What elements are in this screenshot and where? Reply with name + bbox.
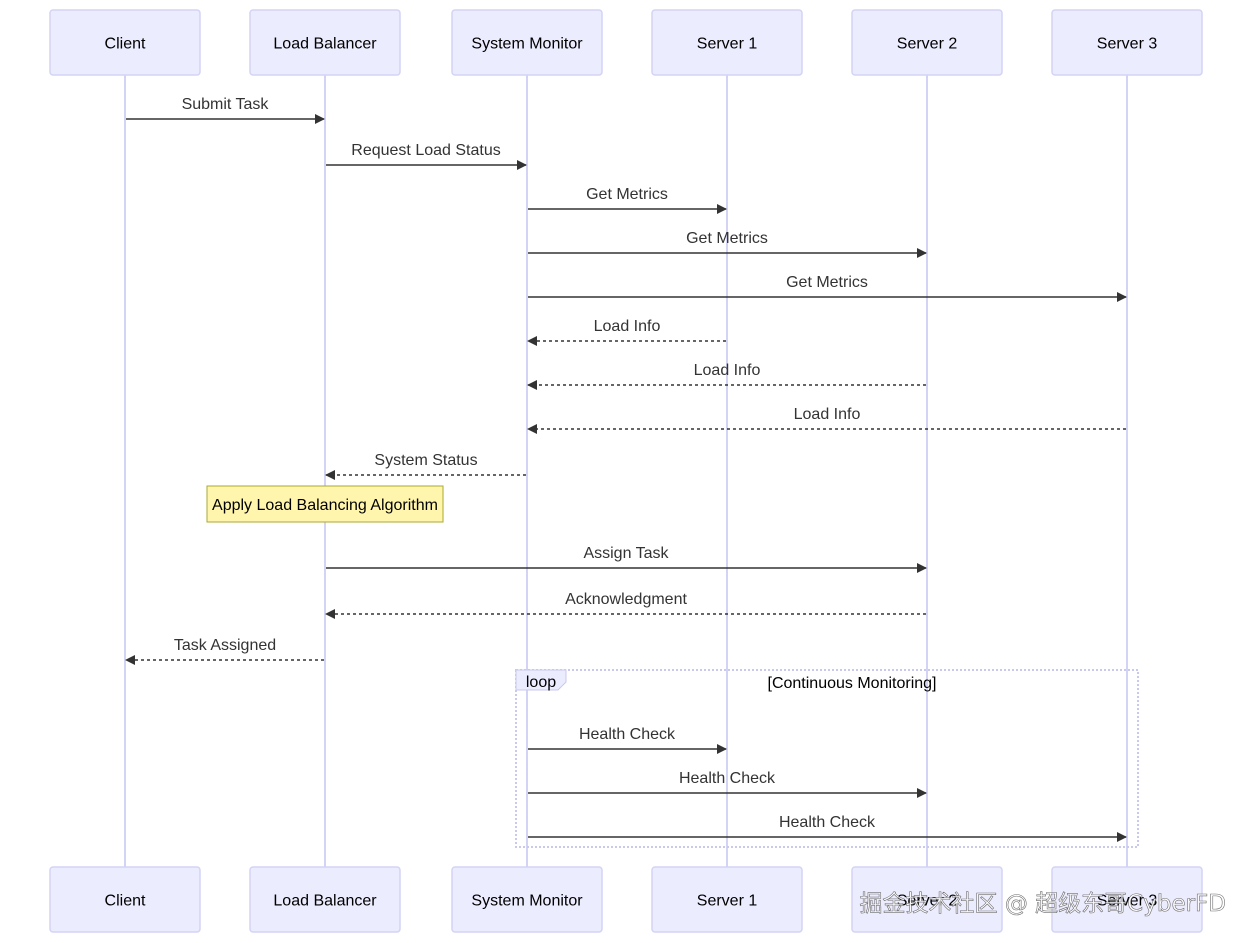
actor-label: Server 3 [1097, 893, 1158, 910]
actor-box [851, 866, 1003, 933]
actor-box [651, 9, 803, 76]
actor-box [1051, 866, 1203, 933]
actor-s2-bottom: Server 2 [851, 866, 1003, 933]
note-label: Apply Load Balancing Algorithm [212, 497, 438, 514]
message-7: Load Info [527, 362, 926, 390]
message-9: System Status [325, 452, 526, 480]
message-label: Load Info [694, 362, 761, 379]
actor-box [49, 866, 201, 933]
actor-box [451, 9, 603, 76]
message-label: Get Metrics [586, 186, 668, 203]
actor-box [249, 866, 401, 933]
actor-s1-top: Server 1 [651, 9, 803, 76]
loop-border [515, 669, 1139, 848]
actor-box [249, 9, 401, 76]
message-label: Load Info [794, 406, 861, 423]
message-label: Acknowledgment [565, 591, 687, 608]
message-label: Assign Task [583, 545, 669, 562]
note-load-balancing: Apply Load Balancing Algorithm [206, 485, 444, 523]
actor-s3-bottom: Server 3 [1051, 866, 1203, 933]
actor-label: System Monitor [471, 36, 583, 53]
actor-s2-top: Server 2 [851, 9, 1003, 76]
actor-label: Server 2 [897, 893, 958, 910]
loop-frame: loop [Continuous Monitoring] [515, 669, 1139, 848]
actor-label: Server 3 [1097, 36, 1158, 53]
message-4: Get Metrics [528, 230, 927, 258]
actor-label: Server 1 [697, 36, 758, 53]
actor-box [851, 9, 1003, 76]
note-box [206, 485, 444, 523]
actor-client-bottom: Client [49, 866, 201, 933]
actor-monitor-top: System Monitor [451, 9, 603, 76]
actor-label: Load Balancer [273, 36, 377, 53]
actor-lb-top: Load Balancer [249, 9, 401, 76]
actor-box [651, 866, 803, 933]
message-3: Get Metrics [528, 186, 727, 214]
loop-tag-shape [515, 669, 567, 691]
message-label: Submit Task [182, 96, 270, 113]
actor-label: Client [105, 893, 146, 910]
message-15: Health Check [528, 814, 1127, 842]
actor-monitor-bottom: System Monitor [451, 866, 603, 933]
message-label: Health Check [779, 814, 876, 831]
message-13: Health Check [528, 726, 727, 754]
message-10: Assign Task [326, 545, 927, 573]
message-label: Request Load Status [351, 142, 500, 159]
message-label: Load Info [594, 318, 661, 335]
message-14: Health Check [528, 770, 927, 798]
actor-box [1051, 9, 1203, 76]
actor-client-top: Client [49, 9, 201, 76]
loop-tag-label: loop [526, 674, 556, 691]
message-12: Task Assigned [125, 637, 324, 665]
message-1: Submit Task [126, 96, 325, 124]
message-5: Get Metrics [528, 274, 1127, 302]
actor-label: Server 1 [697, 893, 758, 910]
message-2: Request Load Status [326, 142, 527, 170]
actor-lb-bottom: Load Balancer [249, 866, 401, 933]
message-label: Health Check [679, 770, 776, 787]
actor-box [451, 866, 603, 933]
message-label: Health Check [579, 726, 676, 743]
actor-box [49, 9, 201, 76]
actor-s1-bottom: Server 1 [651, 866, 803, 933]
message-label: Task Assigned [174, 637, 276, 654]
actor-s3-top: Server 3 [1051, 9, 1203, 76]
message-8: Load Info [527, 406, 1126, 434]
actor-label: System Monitor [471, 893, 583, 910]
message-6: Load Info [527, 318, 726, 346]
message-11: Acknowledgment [325, 591, 926, 619]
actor-label: Server 2 [897, 36, 958, 53]
message-label: System Status [374, 452, 477, 469]
actor-label: Client [105, 36, 146, 53]
loop-condition: [Continuous Monitoring] [768, 675, 937, 692]
message-label: Get Metrics [786, 274, 868, 291]
watermark-text: 掘金技术社区 @ 超级东哥CyberFD [860, 891, 1226, 917]
actor-label: Load Balancer [273, 893, 377, 910]
message-label: Get Metrics [686, 230, 768, 247]
